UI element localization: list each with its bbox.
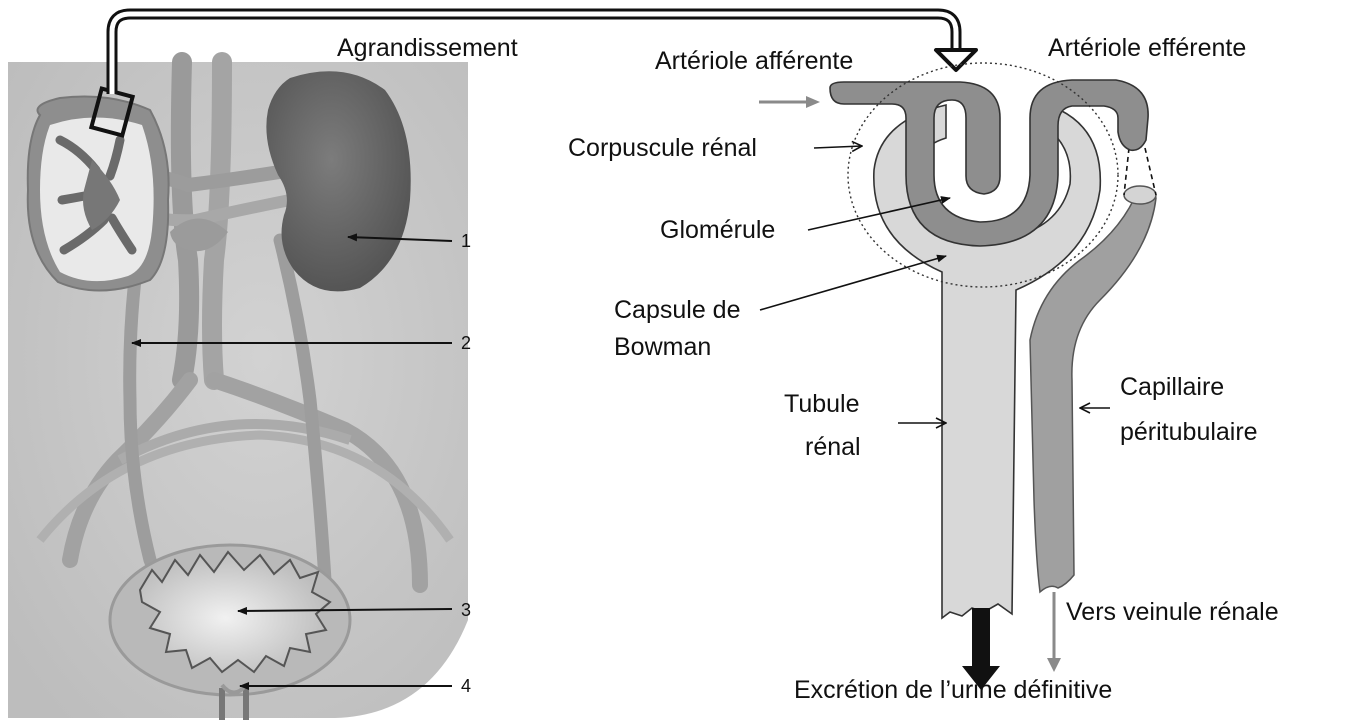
capillary-dashed-left — [1124, 148, 1129, 195]
callout-number-1: 1 — [461, 231, 471, 251]
label-capillary-line2: péritubulaire — [1120, 418, 1258, 446]
afferent-flow-arrowhead — [806, 96, 820, 108]
label-bowman-line2: Bowman — [614, 333, 711, 361]
callout-number-2: 2 — [461, 333, 471, 353]
kidney-right — [266, 71, 410, 291]
label-capillary-line1: Capillaire — [1120, 373, 1224, 401]
urinary-system-illustration — [8, 62, 468, 720]
callout-bowman — [760, 256, 946, 310]
callout-corpuscle — [814, 146, 862, 148]
capillary-opening — [1124, 186, 1156, 204]
label-renal-corpuscle: Corpuscule rénal — [568, 134, 757, 162]
label-glomerulus: Glomérule — [660, 216, 775, 244]
label-afferent-arteriole: Artériole afférente — [655, 47, 853, 75]
callout-number-4: 4 — [461, 676, 471, 696]
kidney-left-cross-section — [28, 97, 169, 291]
callout-number-3: 3 — [461, 600, 471, 620]
enlargement-arrowhead — [936, 50, 976, 70]
label-urine-excretion: Excrétion de l’urine définitive — [794, 676, 1112, 704]
label-tubule-line1: Tubule — [784, 390, 860, 418]
nephron-illustration — [759, 63, 1156, 690]
label-bowman-line1: Capsule de — [614, 296, 740, 324]
venule-flow-arrowhead — [1047, 658, 1061, 672]
label-efferent-arteriole: Artériole efférente — [1048, 34, 1246, 62]
label-enlargement: Agrandissement — [337, 34, 518, 62]
label-renal-venule: Vers veinule rénale — [1066, 598, 1279, 626]
label-tubule-line2: rénal — [805, 433, 861, 461]
